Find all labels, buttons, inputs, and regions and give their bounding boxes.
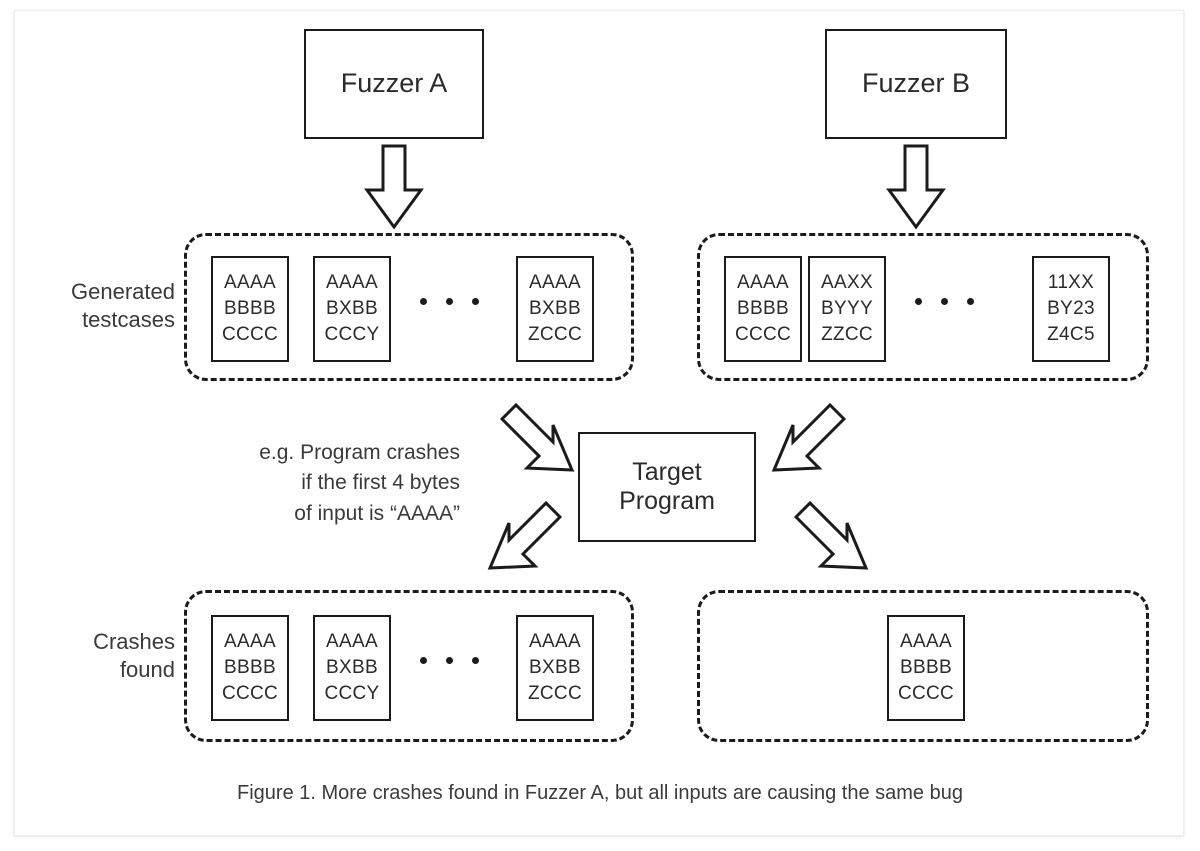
annotation-line: e.g. Program crashes <box>259 441 460 464</box>
arrow-diagonal-generated-a-to-target <box>499 402 575 472</box>
testcase-row: AAAA BBBB CCCC <box>700 593 1146 739</box>
testcase-card: AAAA BBBB CCCC <box>724 256 802 362</box>
testcase-line: BXBB <box>326 297 378 319</box>
fuzzer-a-box: Fuzzer A <box>304 29 484 139</box>
crashes-found-group-a: AAAA BBBB CCCC AAAA BXBB CCCY AAAA BXBB … <box>184 590 634 742</box>
target-program-label-line: Program <box>619 487 715 515</box>
testcase-card: AAAA BBBB CCCC <box>211 256 289 362</box>
fuzzer-a-label: Fuzzer A <box>340 68 448 99</box>
row-label-line: found <box>119 656 175 682</box>
generated-testcases-group-a: AAAA BBBB CCCC AAAA BXBB CCCY AAAA BXBB … <box>184 233 634 381</box>
testcase-line: AAAA <box>529 630 581 652</box>
testcase-line: BBBB <box>224 297 276 319</box>
testcase-row: AAAA BBBB CCCC AAAA BXBB CCCY AAAA BXBB … <box>187 236 631 378</box>
row-label-crashes-found: Crashes found <box>10 628 175 683</box>
ellipsis-dots <box>420 657 479 664</box>
testcase-line: AAAA <box>224 271 276 293</box>
testcase-line: AAAA <box>224 630 276 652</box>
crash-testcase-card: AAAA BXBB ZCCC <box>516 615 594 721</box>
annotation-line: if the first 4 bytes <box>301 471 460 495</box>
target-program-label-line: Target <box>632 457 702 486</box>
testcase-line: AAAA <box>529 271 581 293</box>
testcase-line: BXBB <box>326 656 378 678</box>
testcase-line: BYYY <box>821 297 873 319</box>
testcase-card: 11XX BY23 Z4C5 <box>1032 256 1110 362</box>
crashes-found-group-b: AAAA BBBB CCCC <box>697 590 1149 742</box>
arrow-down-fuzzer-b-to-generated-b <box>886 144 946 230</box>
testcase-row: AAAA BBBB CCCC AAAA BXBB CCCY AAAA BXBB … <box>187 593 631 739</box>
testcase-line: BBBB <box>224 656 276 678</box>
testcase-line: ZCCC <box>528 324 582 346</box>
testcase-card: AAXX BYYY ZZCC <box>808 256 886 362</box>
crash-testcase-card: AAAA BBBB CCCC <box>887 615 965 721</box>
testcase-line: CCCY <box>324 683 380 705</box>
generated-testcases-group-b: AAAA BBBB CCCC AAXX BYYY ZZCC 11XX BY23 … <box>697 233 1149 381</box>
testcase-line: BBBB <box>900 656 952 678</box>
testcase-line: BBBB <box>737 297 789 319</box>
testcase-line: ZZCC <box>821 324 873 346</box>
row-label-line: Generated <box>71 279 175 304</box>
testcase-line: BXBB <box>529 297 581 319</box>
testcase-line: BXBB <box>529 656 581 678</box>
arrow-diagonal-target-to-crashes-b <box>793 500 869 570</box>
testcase-card: AAAA BXBB CCCY <box>313 256 391 362</box>
arrow-diagonal-target-to-crashes-a <box>487 500 563 570</box>
ellipsis-dots <box>420 298 479 305</box>
figure-caption: Figure 1. More crashes found in Fuzzer A… <box>237 782 963 804</box>
testcase-line: BY23 <box>1047 297 1095 319</box>
testcase-line: CCCY <box>324 324 380 346</box>
annotation-line: of input is “AAAA” <box>294 501 460 525</box>
row-label-line: testcases <box>82 306 175 332</box>
testcase-line: AAXX <box>821 271 873 293</box>
row-label-generated-testcases: Generated testcases <box>10 278 175 333</box>
ellipsis-dots <box>915 298 974 305</box>
testcase-line: AAAA <box>900 630 952 652</box>
crash-testcase-card: AAAA BBBB CCCC <box>211 615 289 721</box>
testcase-line: AAAA <box>737 271 789 293</box>
testcase-card: AAAA BXBB ZCCC <box>516 256 594 362</box>
testcase-line: ZCCC <box>528 683 582 705</box>
annotation-text: e.g. Program crashes if the first 4 byte… <box>170 438 460 529</box>
testcase-line: CCCC <box>734 324 792 346</box>
testcase-line: AAAA <box>326 630 378 652</box>
testcase-row: AAAA BBBB CCCC AAXX BYYY ZZCC 11XX BY23 … <box>700 236 1146 378</box>
testcase-line: CCCC <box>897 683 955 705</box>
arrow-down-fuzzer-a-to-generated-a <box>364 144 424 230</box>
fuzzer-b-label: Fuzzer B <box>861 68 971 99</box>
target-program-box: Target Program <box>578 432 756 542</box>
testcase-line: 11XX <box>1047 271 1095 293</box>
row-label-line: Crashes <box>93 629 175 654</box>
testcase-line: CCCC <box>221 683 279 705</box>
fuzzer-b-box: Fuzzer B <box>825 29 1007 139</box>
arrow-diagonal-generated-b-to-target <box>771 402 847 472</box>
testcase-line: AAAA <box>326 271 378 293</box>
testcase-line: Z4C5 <box>1047 324 1095 346</box>
testcase-line: CCCC <box>221 324 279 346</box>
crash-testcase-card: AAAA BXBB CCCY <box>313 615 391 721</box>
